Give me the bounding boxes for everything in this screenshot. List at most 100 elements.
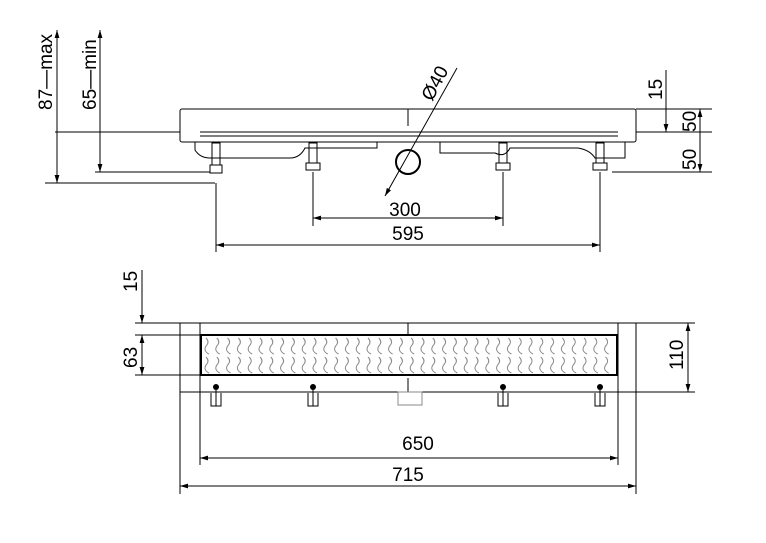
foot-screw: [597, 384, 603, 390]
grate-slot: [582, 356, 588, 374]
channel-left: [194, 142, 378, 159]
grate-slot: [420, 337, 426, 355]
grate-slot: [452, 356, 458, 374]
grate-slot: [398, 337, 404, 355]
max-height-label: 87—max: [36, 33, 57, 110]
channel-right: [439, 142, 626, 159]
grate-slot: [236, 356, 242, 374]
grate-slot: [388, 337, 393, 355]
grate-slot: [442, 356, 447, 374]
grate-slot: [463, 356, 469, 374]
grate-slot: [215, 337, 221, 355]
side-view: Ø40 87—max 65—min 15 50 50 300 595: [36, 30, 712, 252]
grate-slot: [442, 337, 447, 355]
adjustable-feet: [209, 142, 608, 174]
grate-slot: [301, 337, 307, 355]
min-height-label: 65—min: [80, 39, 101, 110]
foot-screw: [310, 384, 316, 390]
grate-slot: [377, 356, 383, 374]
grate-slot: [247, 337, 253, 355]
outer-leg-span-label: 595: [392, 224, 424, 245]
pipe-diameter-leader: [384, 67, 458, 197]
grate-slot: [269, 356, 275, 374]
foot-screw: [500, 384, 506, 390]
grate-slot: [204, 356, 210, 374]
total-width-label: 110: [667, 340, 688, 370]
grate-slot: [485, 356, 491, 374]
grate-slot: [334, 356, 339, 374]
foot-bracket: [307, 388, 319, 407]
grate-slot: [398, 356, 404, 374]
grate-slot: [247, 356, 253, 374]
grate-slot: [290, 356, 296, 374]
foot-screw: [213, 384, 219, 390]
grate-slot: [366, 337, 372, 355]
grate-slot: [431, 356, 437, 374]
grate-slot: [344, 356, 350, 374]
grate-slot: [582, 337, 588, 355]
grate-slot: [334, 337, 339, 355]
leveling-feet: [210, 384, 606, 407]
grate-slot: [550, 337, 555, 355]
outlet-pipe: [395, 149, 421, 175]
grate-slot: [539, 337, 545, 355]
grate-slot: [226, 337, 231, 355]
grate-slot: [571, 356, 577, 374]
grate-slot: [496, 356, 501, 374]
grate-slot: [258, 337, 264, 355]
dim-label-50-bottom: 50: [680, 149, 701, 170]
grate-slot: [323, 337, 329, 355]
grate-slot: [312, 337, 318, 355]
foot-bracket: [594, 388, 606, 407]
grate-slot: [571, 337, 577, 355]
foot-bracket: [497, 388, 509, 407]
grate-slot: [485, 337, 491, 355]
grate-slot: [280, 356, 285, 374]
grate-slot: [528, 356, 534, 374]
grate-slot: [301, 356, 307, 374]
grate-slot: [344, 337, 350, 355]
foot-bracket: [210, 388, 222, 407]
grate-slot: [593, 356, 599, 374]
grate-length-label: 650: [402, 434, 434, 455]
grate-slot: [452, 337, 458, 355]
inner-leg-span-label: 300: [389, 200, 421, 221]
grate-slot: [604, 337, 609, 355]
grate-slot: [215, 356, 221, 374]
grate-slot: [312, 356, 318, 374]
outlet-box: [397, 391, 423, 406]
top-view: 15 63 110 650 715: [121, 270, 695, 494]
grate-slot: [496, 337, 501, 355]
dim-label-15-top: 15: [121, 271, 142, 292]
grate-slot: [560, 337, 566, 355]
grate-slot: [236, 337, 242, 355]
grate-slot: [420, 356, 426, 374]
grate-slot: [431, 337, 437, 355]
grate-slot: [474, 337, 480, 355]
grate-slot: [474, 356, 480, 374]
grate-slot: [409, 337, 415, 355]
grate-slot: [506, 337, 512, 355]
grate-slot: [258, 356, 264, 374]
grate-slot: [409, 356, 415, 374]
grate-slot: [226, 356, 231, 374]
grate-slot: [517, 337, 523, 355]
dim-label-63: 63: [121, 347, 142, 368]
total-length-label: 715: [392, 465, 424, 486]
grate-slot: [290, 337, 296, 355]
grate-slot: [204, 337, 210, 355]
grate-slot: [355, 337, 361, 355]
grate: [200, 334, 618, 376]
dim-label-50-top: 50: [680, 111, 701, 132]
grate-slot: [560, 356, 566, 374]
grate-slot: [323, 356, 329, 374]
grate-slot: [269, 337, 275, 355]
grate-slot: [593, 337, 599, 355]
grate-slot: [550, 356, 555, 374]
grate-slot: [539, 356, 545, 374]
grate-slot: [280, 337, 285, 355]
grate-wave-pattern: [204, 337, 609, 374]
grate-slot: [517, 356, 523, 374]
grate-slot: [355, 356, 361, 374]
